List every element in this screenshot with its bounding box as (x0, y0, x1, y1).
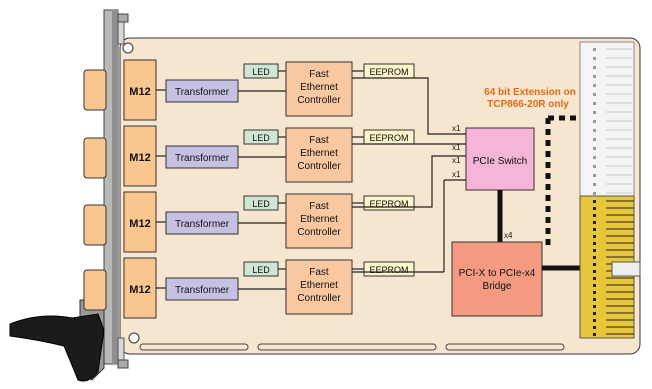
led-label: LED (252, 67, 270, 77)
ethernet-controller-block (285, 61, 353, 117)
connector-pin (593, 111, 596, 114)
m12-label: M12 (129, 152, 150, 164)
bridge-label-line2: Bridge (483, 281, 512, 292)
controller-label-line3: Controller (297, 95, 341, 106)
controller-label-line3: Controller (297, 227, 341, 238)
connector-pin (593, 138, 596, 141)
connector-pin (593, 305, 596, 308)
transformer-label: Transformer (175, 219, 230, 230)
transformer-label: Transformer (175, 87, 230, 98)
connector-pin (593, 277, 596, 280)
connector-pin (593, 75, 596, 78)
lane-label-x1: x1 (452, 170, 461, 179)
connector-pin (593, 147, 596, 150)
controller-label-line1: Fast (309, 69, 329, 80)
connector-pin (593, 192, 596, 195)
connector-pin (593, 129, 596, 132)
connector-pin (593, 207, 596, 210)
connector-pin (593, 326, 596, 329)
connector-pin (593, 298, 596, 301)
connector-pin (593, 291, 596, 294)
eeprom-label: EEPROM (369, 67, 408, 77)
pcie-switch-label: PCIe Switch (473, 156, 527, 167)
transformer-label: Transformer (175, 153, 230, 164)
connector-pin (593, 174, 596, 177)
controller-label-line3: Controller (297, 293, 341, 304)
connector-pin (593, 84, 596, 87)
eeprom-label: EEPROM (369, 133, 408, 143)
mount-hole (128, 332, 140, 344)
connector-pin (593, 249, 596, 252)
ejector-handle (9, 313, 105, 382)
extension-note-line1: 64 bit Extension on (484, 87, 576, 98)
bridge-block (451, 241, 543, 317)
bridge-label-line1: PCI-X to PCIe-x4 (459, 268, 536, 279)
board-bottom-slots (139, 343, 565, 351)
led-label: LED (252, 133, 270, 143)
connector-pin (593, 263, 596, 266)
transformer-label: Transformer (175, 285, 230, 296)
connector-pin (593, 333, 596, 336)
lane-label-x1: x1 (452, 124, 461, 133)
upper-connector (579, 41, 635, 199)
connector-pin (593, 214, 596, 217)
controller-label-line2: Ethernet (300, 82, 338, 93)
eeprom-label: EEPROM (369, 199, 408, 209)
led-label: LED (252, 265, 270, 275)
front-ports (83, 69, 107, 311)
eeprom-label: EEPROM (369, 265, 408, 275)
connector-pin (593, 120, 596, 123)
pcie-switch-block (465, 127, 535, 191)
connector-pin (593, 102, 596, 105)
led-label: LED (252, 199, 270, 209)
controller-label-line3: Controller (297, 161, 341, 172)
connector-pin (593, 183, 596, 186)
connector-pin (593, 235, 596, 238)
controller-label-line2: Ethernet (300, 280, 338, 291)
m12-label: M12 (129, 86, 150, 98)
controller-label-line1: Fast (309, 201, 329, 212)
connector-pin (593, 228, 596, 231)
connector-pin (593, 93, 596, 96)
connector-pin (593, 256, 596, 259)
x1-links (352, 77, 466, 273)
controller-label-line1: Fast (309, 267, 329, 278)
extension-note-line2: TCP866-20R only (487, 99, 569, 110)
controller-label-line1: Fast (309, 135, 329, 146)
lane-label-x1: x1 (452, 156, 461, 165)
connector-pin (593, 66, 596, 69)
connector-pin (593, 312, 596, 315)
connector-pin (593, 319, 596, 322)
connector-pin (593, 57, 596, 60)
connector-pin (593, 270, 596, 273)
connector-pin (593, 156, 596, 159)
controller-label-line2: Ethernet (300, 214, 338, 225)
connector-pin (593, 242, 596, 245)
mount-hole (122, 42, 134, 54)
ethernet-controller-block (285, 259, 353, 315)
ethernet-controller-block (285, 127, 353, 183)
lower-connector (579, 195, 641, 339)
connector-pin (593, 221, 596, 224)
lane-label-x4: x4 (504, 231, 513, 240)
m12-label: M12 (129, 284, 150, 296)
m12-label: M12 (129, 218, 150, 230)
m12-connector (123, 257, 157, 319)
ethernet-controller-block (285, 193, 353, 249)
connector-pin (593, 200, 596, 203)
connector-pin (593, 165, 596, 168)
connector-pin (593, 284, 596, 287)
connector-pin (593, 48, 596, 51)
m12-connector (123, 191, 157, 253)
m12-connector (123, 59, 157, 121)
lane-label-x1: x1 (452, 143, 461, 152)
controller-label-line2: Ethernet (300, 148, 338, 159)
